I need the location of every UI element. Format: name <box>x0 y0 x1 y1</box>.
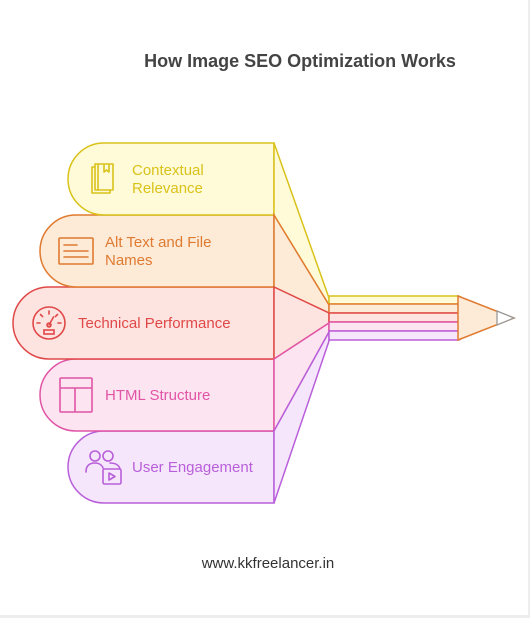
layout-grid-icon <box>59 377 93 413</box>
book-icon <box>91 163 114 194</box>
footer-url: www.kkfreelancer.in <box>201 555 335 572</box>
speedometer-icon <box>32 306 66 340</box>
document-lines-icon <box>58 237 94 265</box>
tab-user-engagement <box>67 430 275 504</box>
label-contextual-relevance: Contextual Relevance <box>132 162 204 197</box>
pencil-stripe-yellow <box>328 295 463 305</box>
label-alt-text-and-file-names: Alt Text and File Names <box>105 234 212 269</box>
tab-contextual-relevance <box>67 142 275 216</box>
funnel-user-engagement <box>273 329 330 504</box>
pencil-tip <box>457 294 517 342</box>
label-technical-performance: Technical Performance <box>78 315 231 332</box>
users-video-icon <box>85 450 122 485</box>
tab-alt-text <box>39 214 275 288</box>
pencil-stripe-orange <box>328 303 464 314</box>
diagram-title: How Image SEO Optimization Works <box>144 51 456 71</box>
pencil-stripe-red <box>328 312 464 323</box>
pencil-lead <box>496 310 516 326</box>
pencil-stripe-purple <box>328 330 464 341</box>
tab-html-structure <box>39 358 275 432</box>
label-html-structure: HTML Structure <box>105 387 211 404</box>
tab-technical-performance <box>12 286 275 360</box>
label-user-engagement: User Engagement <box>132 459 253 476</box>
pencil-stripe-pink <box>328 321 464 332</box>
